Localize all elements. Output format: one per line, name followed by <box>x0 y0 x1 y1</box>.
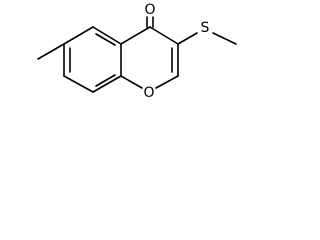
sulfur-label: S <box>201 20 210 36</box>
ring-bond <box>120 75 143 89</box>
carbonyl-oxygen-label: O <box>144 2 155 18</box>
sulfur-methyl-bond <box>212 32 237 45</box>
chemical-structure: O O S <box>37 2 237 101</box>
ring-bond <box>149 26 179 45</box>
ring-bond <box>92 75 122 93</box>
ring-bond <box>155 75 179 89</box>
aromatic-inner-bond <box>95 33 116 46</box>
ring-bond <box>92 26 122 45</box>
ring-bond <box>63 75 94 93</box>
ring-bond <box>120 26 151 45</box>
ring-bond <box>63 26 94 45</box>
methyl-bond <box>37 43 65 60</box>
sulfur-bond <box>177 32 198 45</box>
ring-oxygen-label: O <box>143 85 154 101</box>
aromatic-inner-bond <box>95 74 116 87</box>
